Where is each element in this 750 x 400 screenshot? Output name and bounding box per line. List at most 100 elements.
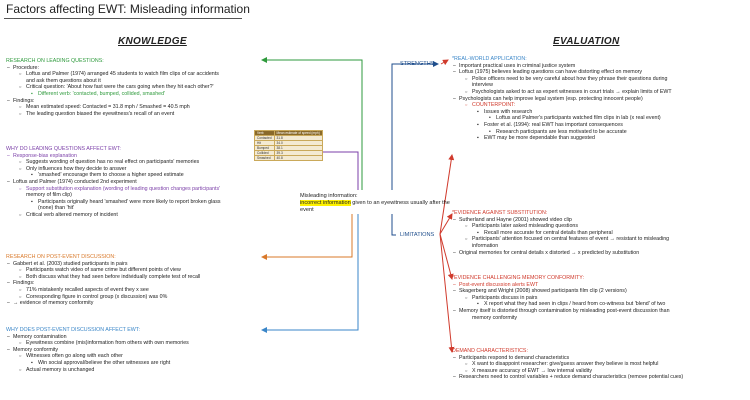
list-item: Support substitution explanation (wordin… (6, 186, 221, 193)
list-item: Memory contamination (6, 334, 189, 341)
list-item: X want to disappoint researcher: give/gu… (452, 361, 683, 368)
list-item: 71% mistakenly recalled aspects of event… (6, 287, 200, 294)
list-item: Loftus and Palmer's participants watched… (452, 115, 672, 122)
list-item: memory of film clip) (26, 192, 72, 199)
list-item: Recall more accurate for central details… (452, 230, 669, 237)
list-item: Participants later asked misleading ques… (452, 223, 669, 230)
list-item: Witnesses often go along with each other (6, 353, 189, 360)
list-item: Police officers need to be very careful … (452, 76, 672, 83)
arrow-lim-counterpoint (439, 154, 455, 235)
list-item: Only influences how they decide to answe… (6, 166, 221, 173)
list-item: Psychologists asked to act as expert wit… (452, 89, 672, 96)
list-item: Participants' attention focused on centr… (452, 236, 669, 243)
definition-box: Misleading information: incorrect inform… (300, 193, 452, 214)
list-item: Participants originally heard 'smashed' … (6, 199, 221, 206)
definition-term: Misleading information: (300, 193, 358, 199)
arrow-lim-substitution (439, 213, 453, 235)
list-item: Suggests wording of question has no real… (6, 159, 221, 166)
section-why-post-event: WHY DOES POST-EVENT DISCUSSION AFFECT EW… (6, 327, 189, 373)
list-item: interview (472, 82, 493, 89)
arrow-lim-demand (439, 233, 455, 353)
section-research-post-event: RESEARCH ON POST-EVENT DISCUSSION: Gabbe… (6, 254, 200, 307)
definition-highlight: incorrect information (300, 200, 351, 206)
list-item: Research participants are less motivated… (452, 129, 672, 136)
list-item: Memory conformity (6, 347, 189, 354)
section-heading: WHY DOES POST-EVENT DISCUSSION AFFECT EW… (6, 327, 140, 333)
list-item: Response-bias explanation (6, 153, 221, 160)
list-item: Gabbert et al. (2003) studied participan… (6, 261, 200, 268)
title-underline (4, 18, 242, 19)
section-heading: *EVIDENCE AGAINST SUBSTITUTION: (452, 210, 548, 216)
section-research-leading-questions: RESEARCH ON LEADING QUESTIONS: Procedure… (6, 58, 219, 117)
list-item: memory conformity (472, 314, 518, 321)
list-item: Eyewitness combine (mis)information from… (6, 340, 189, 347)
limitations-label: LIMITATIONS (400, 232, 435, 238)
list-item: The leading question biased the eyewitne… (6, 111, 219, 118)
section-heading: DEMAND CHARACTERISTICS: (452, 348, 528, 354)
list-item: X report what they had seen in clips / h… (452, 301, 670, 308)
list-item: Procedure: (6, 65, 219, 72)
list-item: Foster et al. (1994): real EWT has impor… (452, 122, 672, 129)
section-real-world-application: *REAL-WORLD APPLICATION: Important pract… (452, 56, 672, 142)
section-evidence-challenging-conformity: *EVIDENCE CHALLENGING MEMORY CONFORMITY:… (452, 275, 670, 321)
list-item: Original memories for central details x … (452, 250, 669, 257)
section-heading: WHY DO LEADING QUESTIONS AFFECT EWT: (6, 146, 121, 152)
definition-rest: given to an eyewitness usually after the… (300, 200, 450, 213)
list-item: Critical question: 'About how fast were … (6, 84, 219, 91)
list-item: Participants watch video of same crime b… (6, 267, 200, 274)
list-item: X measure accuracy of EWT → low internal… (452, 368, 683, 375)
list-item: Findings: (6, 98, 219, 105)
arrow-orange (261, 214, 353, 260)
list-item: Critical verb altered memory of incident (6, 212, 221, 219)
list-item: Actual memory is unchanged (6, 367, 189, 374)
table-header-cell: Mean estimate of speed (mph) (273, 130, 323, 136)
list-item: EWT may be more dependable than suggeste… (452, 135, 672, 142)
section-evidence-against-substitution: *EVIDENCE AGAINST SUBSTITUTION: Sutherla… (452, 210, 669, 256)
arrow-green (261, 57, 363, 190)
list-item: Participants discuss in pairs (452, 295, 670, 302)
list-item: Both discuss what they had seen before i… (6, 274, 200, 281)
section-heading: RESEARCH ON POST-EVENT DISCUSSION: (6, 254, 116, 260)
list-item: → evidence of memory conformity (6, 300, 200, 307)
table-cell: 40.8 (273, 155, 323, 161)
strengths-label: STRENGTHS (400, 61, 435, 67)
list-item: Post-event discussion alerts EWT (452, 282, 670, 289)
list-item: Important practical uses in criminal jus… (452, 63, 672, 70)
table-cell: Contacted (254, 135, 275, 141)
list-item: Issues with research (452, 109, 672, 116)
list-item: Sutherland and Hayne (2001) showed video… (452, 217, 669, 224)
section-heading: *REAL-WORLD APPLICATION: (452, 56, 527, 62)
section-why-leading-questions: WHY DO LEADING QUESTIONS AFFECT EWT: Res… (6, 146, 221, 219)
list-item: and ask them questions about it (26, 77, 101, 84)
list-item: Loftus and Palmer (1974) arranged 45 stu… (6, 71, 219, 78)
arrow-strengths (391, 61, 439, 190)
list-item: Researchers need to control variables + … (452, 374, 683, 381)
arrow-strength-realworld (440, 59, 449, 66)
list-item: COUNTERPOINT: (452, 102, 672, 109)
list-item: Corresponding figure in control group (x… (6, 294, 200, 301)
arrow-lim-conformity (439, 233, 454, 280)
list-item: Loftus (1975) believes leading questions… (452, 69, 672, 76)
list-item: Findings: (6, 280, 200, 287)
evaluation-heading: EVALUATION (553, 36, 620, 47)
section-heading: *EVIDENCE CHALLENGING MEMORY CONFORMITY: (452, 275, 584, 281)
list-item: Memory itself is distorted through conta… (452, 308, 670, 315)
page-title: Factors affecting EWT: Misleading inform… (6, 2, 250, 16)
knowledge-heading: KNOWLEDGE (118, 36, 187, 47)
list-item: Skagerberg and Wright (2008) showed part… (452, 288, 670, 295)
list-item: information (472, 242, 499, 249)
arrow-blue (261, 214, 359, 333)
section-demand-characteristics: DEMAND CHARACTERISTICS: Participants res… (452, 348, 683, 381)
list-item: Psychologists can help improve legal sys… (452, 96, 672, 103)
list-item: Different verb: 'contacted, bumped, coll… (6, 91, 219, 98)
speed-estimate-table: Verb Mean estimate of speed (mph) Contac… (254, 130, 323, 161)
list-item: Win social approval/believe the other wi… (6, 360, 189, 367)
list-item: Participants respond to demand character… (452, 355, 683, 362)
section-heading: RESEARCH ON LEADING QUESTIONS: (6, 58, 104, 64)
list-item: Loftus and Palmer (1974) conducted 2nd e… (6, 179, 221, 186)
arrow-limitations (391, 214, 396, 236)
list-item: Mean estimated speed: Contacted = 31.8 m… (6, 104, 219, 111)
table-cell: Smashed (254, 155, 275, 161)
list-item: (none) than 'hit' (38, 205, 75, 212)
